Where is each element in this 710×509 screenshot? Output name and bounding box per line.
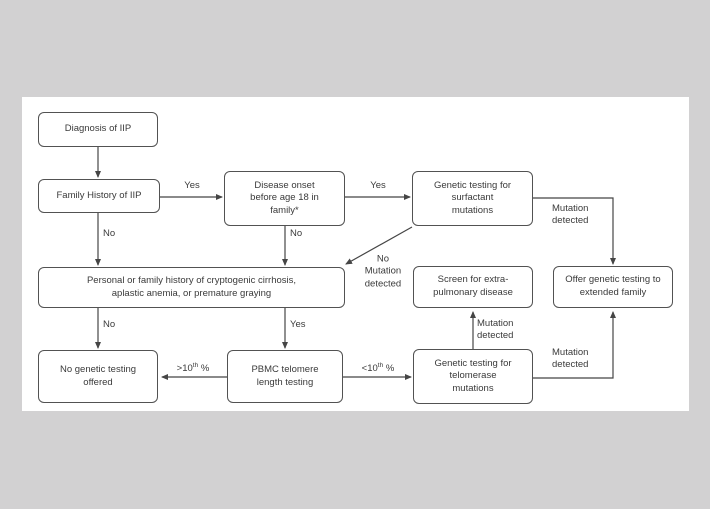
lt-percentile-superscript: th [377, 362, 384, 370]
node-telomerase-testing: Genetic testing for telomerase mutations [413, 349, 533, 404]
node-diagnosis-label: Diagnosis of IIP [64, 123, 132, 135]
lt-percentile-suffix: % [383, 363, 395, 375]
lt-percentile-prefix: <10 [361, 363, 378, 375]
node-personal-family-history: Personal or family history of cryptogeni… [38, 267, 345, 308]
node-surfactant-label: Genetic testing for surfactant mutations [433, 179, 512, 216]
node-no-genetic-testing: No genetic testing offered [38, 350, 158, 403]
node-family-history-label: Family History of IIP [56, 189, 142, 201]
node-no-genetic-testing-label: No genetic testing offered [59, 363, 137, 388]
arrow-surfactant-to-offer [533, 197, 616, 265]
node-offer-extended-family-label: Offer genetic testing to extended family [565, 274, 661, 298]
node-disease-onset-label: Disease onset before age 18 in family* [250, 179, 319, 216]
edge-label-no-personal: No [103, 319, 116, 330]
flowchart-panel: Diagnosis of IIP Family History of IIP D… [22, 97, 689, 411]
edge-label-mutation-detected-surfactant: Mutation detected [552, 203, 589, 227]
node-disease-onset: Disease onset before age 18 in family* [224, 171, 345, 226]
node-screen-extrapulmonary-label: Screen for extra- pulmonary disease [433, 274, 513, 298]
arrow-surfactant-to-personal [345, 226, 413, 265]
node-surfactant-testing: Genetic testing for surfactant mutations [412, 171, 533, 226]
edge-label-no-mutation-detected: No Mutation detected [364, 253, 402, 290]
edge-label-yes-personal: Yes [290, 319, 306, 330]
gt-percentile-prefix: >10 [176, 363, 193, 375]
edge-label-mutation-detected-screen: Mutation detected [477, 318, 514, 342]
flowchart-arrows [95, 147, 616, 380]
node-offer-extended-family: Offer genetic testing to extended family [553, 266, 673, 308]
node-telomerase-testing-label: Genetic testing for telomerase mutations [434, 357, 512, 394]
edge-label-lt-10th-percentile: <10th % [362, 350, 395, 376]
edge-label-no-onset: No [290, 228, 303, 239]
node-diagnosis-of-iip: Diagnosis of IIP [38, 112, 158, 147]
node-screen-extrapulmonary: Screen for extra- pulmonary disease [413, 266, 533, 308]
gt-percentile-superscript: th [192, 362, 199, 370]
node-pbmc-telomere: PBMC telomere length testing [227, 350, 343, 403]
edge-label-yes-family: Yes [184, 179, 200, 191]
node-personal-family-history-label: Personal or family history of cryptogeni… [86, 274, 297, 299]
node-pbmc-telomere-label: PBMC telomere length testing [251, 363, 319, 388]
node-family-history: Family History of IIP [38, 179, 160, 213]
edge-label-gt-10th-percentile: >10th % [177, 350, 210, 376]
arrow-telomerase-to-offer [533, 311, 616, 379]
edge-label-no-family: No [103, 228, 116, 239]
gt-percentile-suffix: % [198, 363, 210, 375]
edge-label-yes-onset: Yes [370, 179, 386, 191]
edge-label-mutation-detected-telomerase: Mutation detected [552, 347, 589, 371]
